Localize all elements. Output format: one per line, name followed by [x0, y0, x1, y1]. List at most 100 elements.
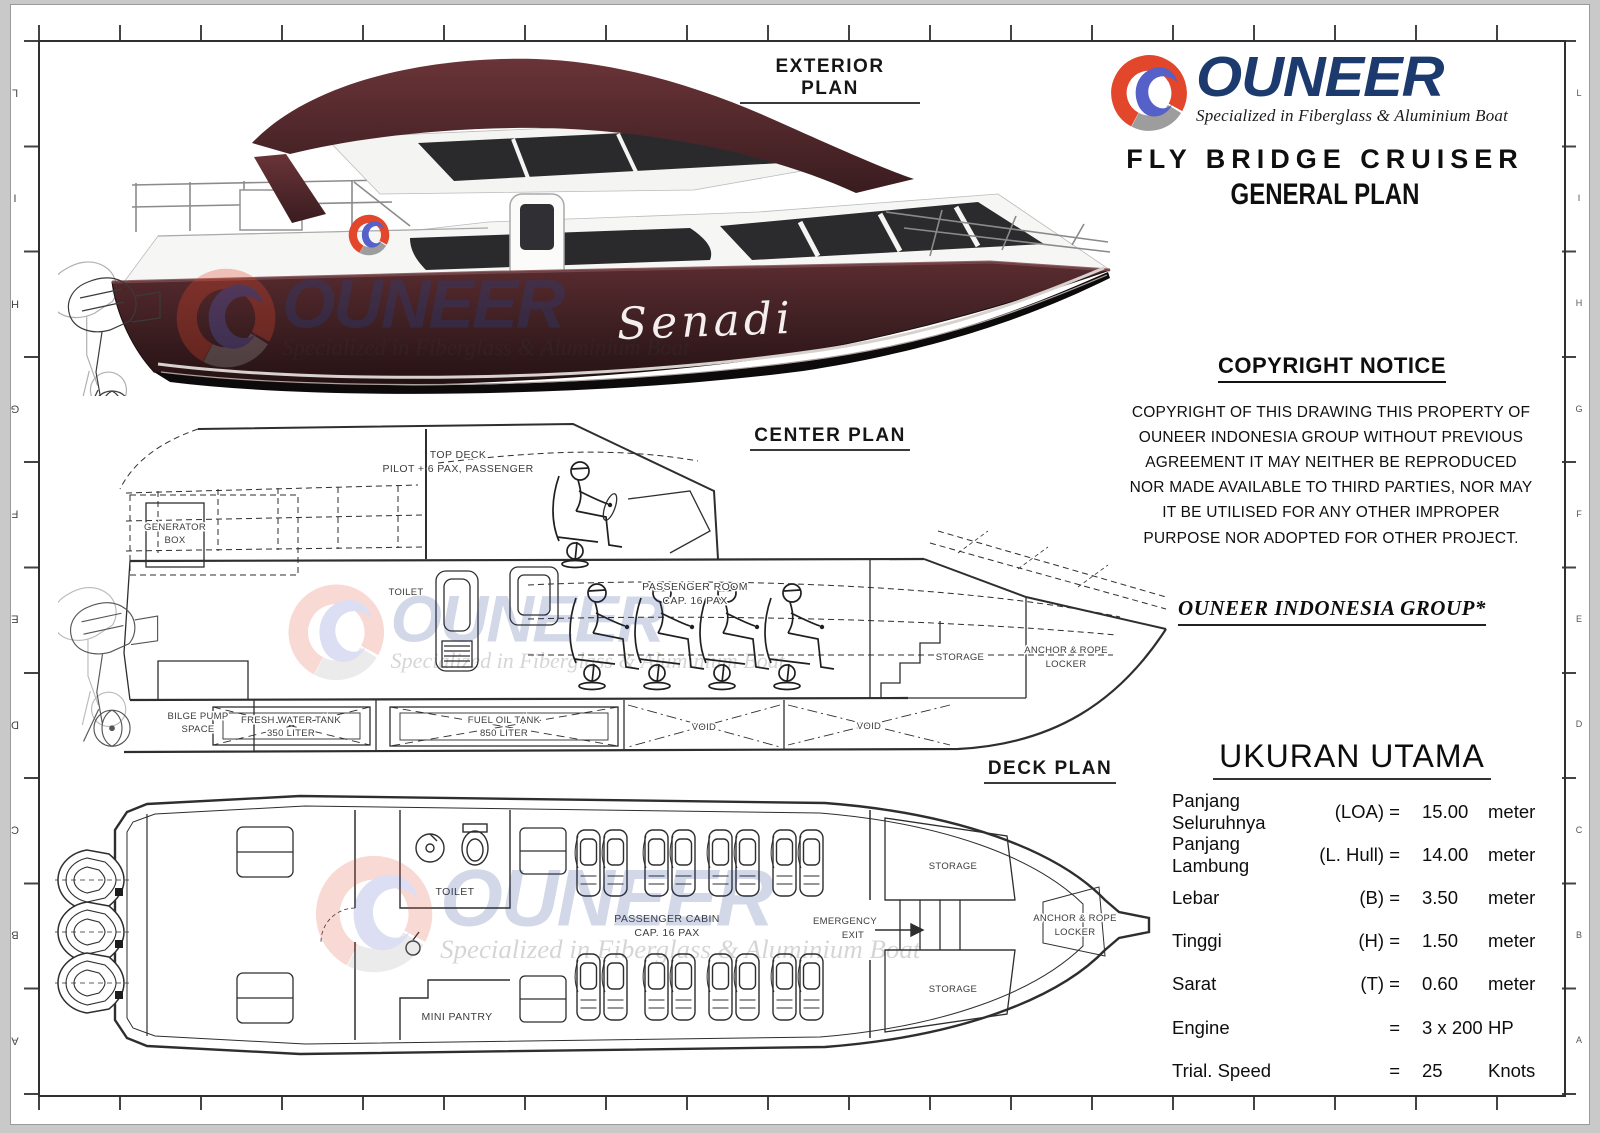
tanks-and-voids: [212, 700, 951, 752]
table-row: Sarat (T) = 0.60 meter: [1172, 963, 1544, 1006]
void-label: VOID: [692, 722, 716, 733]
grid-letter: B: [11, 929, 19, 942]
grid-letter: I: [13, 191, 17, 204]
top-deck-label: TOP DECK: [430, 449, 487, 461]
grid-letter: D: [11, 718, 19, 731]
drawing-frame: [38, 40, 1566, 1097]
anchor-locker-label-deck: ANCHOR & ROPE: [1033, 913, 1117, 924]
dim-unit: Knots: [1488, 1059, 1536, 1081]
passenger-figure: [569, 583, 640, 691]
void-label: VOID: [857, 721, 881, 732]
flybridge: [252, 58, 914, 223]
dim-label: Panjang Seluruhnya: [1172, 790, 1266, 833]
bow-structure-center: [908, 530, 1167, 699]
dim-label: Tinggi: [1172, 930, 1222, 952]
generator-box: [129, 494, 299, 576]
anchor-locker-label-center: ANCHOR & ROPE: [1024, 645, 1108, 656]
dim-unit: meter: [1488, 973, 1536, 995]
storage-label-bottom: STORAGE: [929, 984, 977, 995]
storage-and-bow: [884, 817, 1106, 1033]
grid-letter: E: [1575, 614, 1582, 625]
logo-swirl-icon: [1106, 50, 1192, 136]
dim-unit: meter: [1488, 930, 1536, 952]
exterior-plan-title: EXTERIOR PLAN: [740, 56, 920, 104]
dim-symbol: (B) =: [1359, 886, 1400, 908]
grid-letter: F: [1576, 508, 1582, 519]
toilet-label-deck: TOILET: [436, 886, 475, 898]
dim-label: Sarat: [1172, 973, 1217, 995]
wheelhouse-outline: [197, 422, 719, 560]
dim-label: Engine: [1172, 1016, 1230, 1038]
fuel-oil-tank-label: FUEL OIL TANK: [468, 715, 541, 726]
table-row: Lebar (B) = 3.50 meter: [1172, 876, 1544, 919]
svg-text:EXIT: EXIT: [842, 930, 864, 941]
main-deck-line: [129, 557, 925, 563]
dim-unit: meter: [1488, 886, 1536, 908]
svg-text:LOCKER: LOCKER: [1046, 659, 1087, 670]
center-plan-labels: TOP DECK PILOT + 6 PAX, PASSENGER GENERA…: [143, 448, 1110, 741]
document-title: FLY BRIDGE CRUISER: [1126, 144, 1524, 174]
grid-letter: C: [11, 823, 19, 836]
fresh-water-tank-label: FRESH WATER TANK: [241, 715, 341, 726]
dim-unit: HP: [1488, 1016, 1514, 1038]
hull: Senadi: [111, 260, 1111, 394]
bow-rails: [885, 209, 1111, 257]
aft-benches: [236, 826, 294, 1024]
svg-text:BOX: BOX: [165, 535, 186, 546]
brand-name: OUNEER: [1196, 45, 1444, 109]
grid-letter: G: [1575, 403, 1583, 414]
svg-text:PILOT + 6 PAX, PASSENGER: PILOT + 6 PAX, PASSENGER: [382, 463, 533, 475]
table-row: Trial. Speed = 25 Knots: [1172, 1049, 1544, 1092]
grid-letter: H: [11, 297, 19, 310]
svg-text:CAP. 16 PAX: CAP. 16 PAX: [662, 595, 727, 607]
toilet-label-center: TOILET: [389, 587, 424, 598]
storage-label-center: STORAGE: [936, 652, 984, 663]
dim-symbol: (L. Hull) =: [1319, 844, 1400, 866]
svg-text:850 LITER: 850 LITER: [480, 728, 528, 739]
grid-letter: F: [11, 507, 19, 520]
table-row: Panjang Seluruhnya (LOA) = 15.00 meter: [1172, 790, 1544, 833]
grid-letter: L: [11, 86, 19, 99]
deck-plan-labels: TOILET MINI PANTRY PASSENGER CABIN CAP. …: [420, 860, 1118, 1025]
aft-railing: [131, 179, 411, 232]
outboard-motor-sketch: [58, 583, 159, 747]
center-plan-drawing: TOP DECK PILOT + 6 PAX, PASSENGER GENERA…: [58, 422, 1167, 754]
svg-text:SPACE: SPACE: [181, 724, 214, 735]
passenger-room-label: PASSENGER ROOM: [642, 581, 748, 593]
dim-symbol: (H) =: [1358, 930, 1400, 952]
dim-value: 25: [1422, 1059, 1443, 1081]
keel-line: [123, 628, 1167, 754]
dim-label: Lebar: [1172, 886, 1220, 908]
pilot-console: [602, 490, 711, 554]
deck-plan-drawing: TOILET MINI PANTRY PASSENGER CABIN CAP. …: [55, 794, 1151, 1056]
generator-box-label: GENERATOR: [144, 522, 206, 533]
main-cabin: [123, 193, 1112, 333]
grid-letter: D: [1575, 719, 1583, 730]
dimensions-table: Panjang Seluruhnya (LOA) = 15.00 meter P…: [1172, 790, 1544, 1092]
company-group-name: OUNEER INDONESIA GROUP*: [1124, 596, 1540, 626]
passenger-cabin-label: PASSENGER CABIN: [614, 913, 720, 925]
table-row: Tinggi (H) = 1.50 meter: [1172, 920, 1544, 963]
copyright-heading: COPYRIGHT NOTICE: [1130, 353, 1534, 383]
passenger-figure: [764, 583, 835, 691]
exterior-plan-drawing: Senadi: [58, 58, 1112, 396]
company-logo: OUNEER Specialized in Fiberglass & Alumi…: [1106, 45, 1542, 136]
dim-value: 3 x 200: [1422, 1016, 1483, 1038]
grid-letter: C: [1575, 824, 1583, 835]
deck-plan-title: DECK PLAN: [965, 758, 1135, 784]
copyright-body: COPYRIGHT OF THIS DRAWING THIS PROPERTY …: [1129, 404, 1533, 547]
stairs-center: [869, 559, 941, 699]
dim-label: Panjang Lambung: [1172, 833, 1250, 877]
grid-letter: B: [1575, 930, 1582, 941]
mini-pantry-label: MINI PANTRY: [421, 1011, 492, 1023]
border-ticks-left: [24, 40, 38, 1095]
grid-letter: E: [11, 613, 19, 626]
dim-symbol: =: [1389, 1059, 1400, 1081]
dim-unit: meter: [1488, 844, 1536, 866]
dim-value: 15.00: [1422, 801, 1469, 822]
dim-value: 14.00: [1422, 844, 1469, 866]
border-ticks-top: [38, 25, 1564, 40]
border-ticks-bottom: [38, 1095, 1564, 1110]
grid-letter: L: [1576, 87, 1582, 98]
